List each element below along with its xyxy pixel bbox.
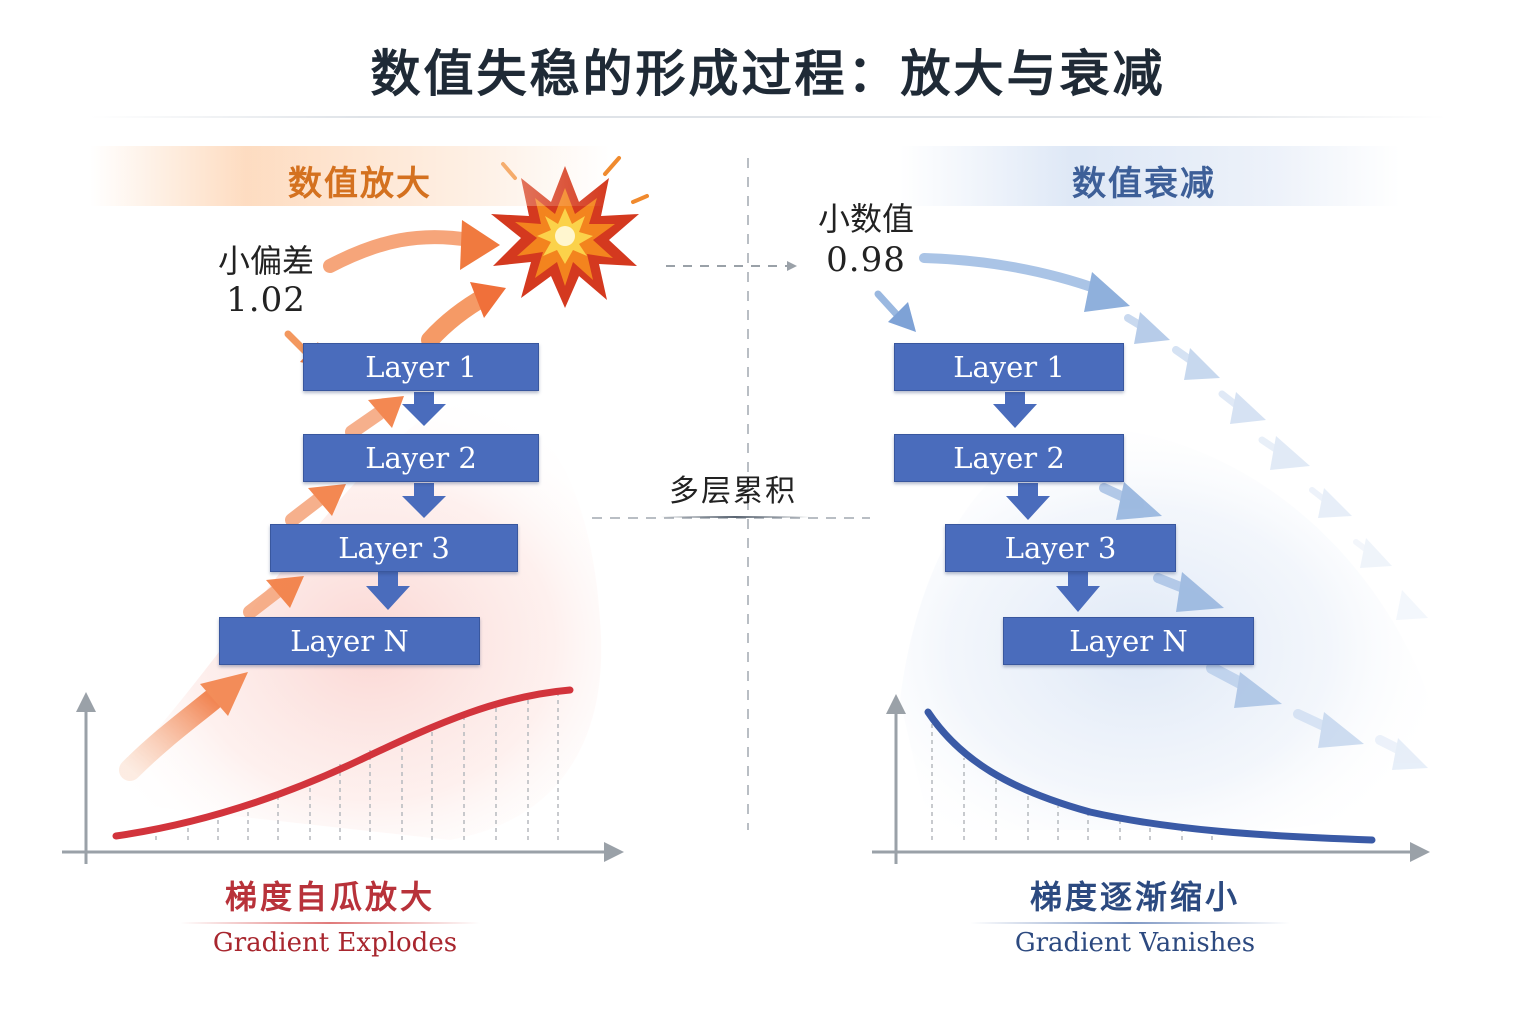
left-layer-2: Layer 2 — [303, 434, 539, 482]
left-layer-n: Layer N — [219, 617, 480, 665]
left-input-value: 1.02 — [226, 280, 306, 320]
right-layer-3: Layer 3 — [945, 524, 1176, 572]
right-input-label: 小数值 — [817, 200, 914, 238]
right-input-value: 0.98 — [826, 240, 906, 280]
left-layer-1: Layer 1 — [303, 343, 539, 391]
left-chart-gridlines — [155, 692, 559, 840]
left-caption-rule — [180, 922, 480, 924]
left-layer-arrows — [366, 392, 446, 610]
middle-label: 多层累积 — [669, 474, 797, 509]
right-layer-n: Layer N — [1003, 617, 1254, 665]
right-section-title: 数值衰减 — [1072, 164, 1216, 204]
right-caption-rule — [970, 922, 1290, 924]
left-caption-en: Gradient Explodes — [212, 928, 458, 958]
right-chart-axes — [872, 694, 1430, 864]
left-caption-zh: 梯度自瓜放大 — [224, 878, 435, 916]
left-input-label: 小偏差 — [217, 242, 314, 280]
right-section-band — [900, 146, 1400, 206]
left-chart-axes — [62, 692, 624, 864]
right-layer-2: Layer 2 — [894, 434, 1124, 482]
left-ascending-arrows — [119, 282, 506, 781]
right-caption-en: Gradient Vanishes — [1014, 928, 1256, 958]
right-small-arrow — [874, 290, 916, 332]
right-descending-arrows — [919, 253, 1428, 770]
right-decaying-curve — [924, 708, 1376, 844]
left-section-band — [90, 146, 610, 206]
left-section-title: 数值放大 — [288, 164, 432, 204]
page-title: 数值失稳的形成过程：放大与衰减 — [370, 45, 1166, 103]
left-rising-curve — [112, 686, 574, 840]
right-caption-zh: 梯度逐渐缩小 — [1029, 878, 1240, 916]
middle-label-underline — [660, 516, 810, 518]
left-layer-3: Layer 3 — [270, 524, 518, 572]
right-layer-1: Layer 1 — [894, 343, 1124, 391]
title-divider — [90, 116, 1446, 118]
right-layer-arrows — [993, 392, 1100, 612]
left-input-arrow — [323, 220, 500, 273]
